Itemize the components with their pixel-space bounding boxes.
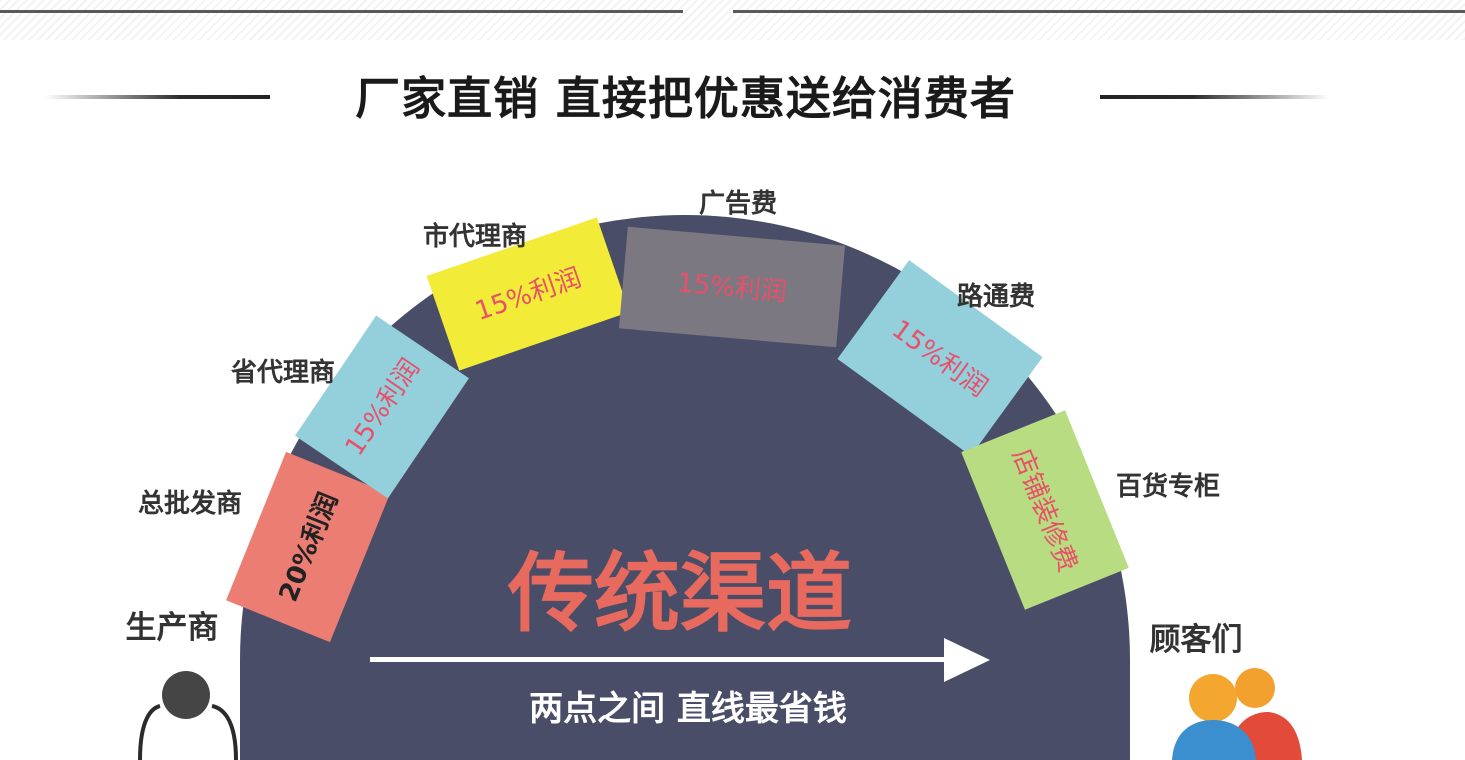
arrow (370, 638, 990, 682)
stage-label: 省代理商 (230, 357, 335, 388)
center-title: 传统渠道 (507, 544, 852, 644)
stage-label: 总批发商 (138, 488, 242, 519)
headline: 厂家直销 直接把优惠送给消费者 (0, 64, 1465, 134)
stage-segments: 20%利润总批发商15%利润省代理商15%利润市代理商15%利润广告费15%利润… (138, 189, 1220, 643)
producer-label: 生产商 (126, 610, 219, 646)
stage-label: 广告费 (699, 189, 777, 219)
headline-text: 厂家直销 直接把优惠送给消费者 (355, 72, 1016, 125)
headline-rule-left (45, 95, 270, 99)
top-divider-left (0, 10, 683, 13)
consumers-icon (1172, 668, 1302, 760)
stage-segment-6: 店铺装修费百货专柜 (961, 410, 1220, 610)
top-divider-right (733, 10, 1465, 13)
top-band (0, 0, 1465, 40)
stage-block (961, 410, 1129, 610)
stage-block (226, 451, 390, 643)
stage-label: 路通费 (957, 281, 1035, 312)
center-subtitle: 两点之间 直线最省钱 (529, 689, 847, 729)
stage-block (618, 226, 846, 348)
stage-label: 市代理商 (423, 221, 527, 252)
consumer-label: 顾客们 (1150, 622, 1243, 658)
headline-rule-right (1100, 95, 1330, 99)
stage-block (295, 315, 469, 499)
stage-label: 百货专柜 (1116, 471, 1220, 502)
producer-person-icon (138, 671, 238, 760)
stage-block (426, 217, 630, 371)
stage-block (837, 260, 1043, 456)
